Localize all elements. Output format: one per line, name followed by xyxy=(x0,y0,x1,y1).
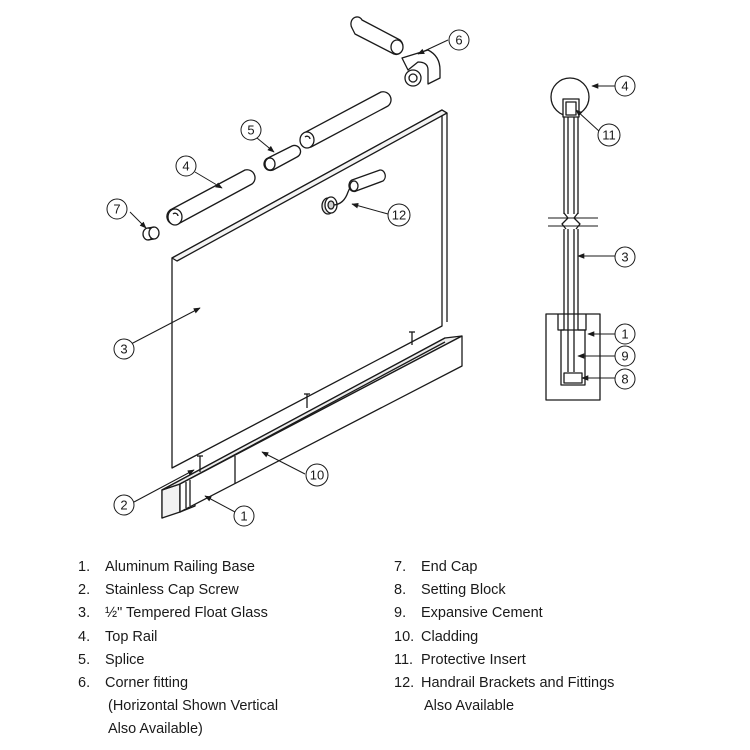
glass-panel xyxy=(171,109,448,469)
callout-7: 7 xyxy=(113,202,120,217)
legend-item: 8. Setting Block xyxy=(394,579,734,602)
legend-note: Also Available) xyxy=(108,721,203,738)
callout-10: 10 xyxy=(310,468,324,483)
callout-2: 2 xyxy=(120,498,127,513)
section-view xyxy=(545,77,601,401)
legend-label: Cladding xyxy=(421,628,479,645)
callout-circle-3-section xyxy=(614,246,636,268)
legend-item: 9. Expansive Cement xyxy=(394,602,734,625)
legend-number: 4. xyxy=(78,628,91,645)
legend-label: ½" Tempered Float Glass xyxy=(105,605,268,622)
callout-circle-1 xyxy=(233,505,255,527)
callout-circle-12 xyxy=(387,203,411,227)
splice xyxy=(263,144,302,172)
callout-circle-4-section xyxy=(614,75,636,97)
legend-note: Also Available xyxy=(424,698,515,715)
legend-number: 2. xyxy=(78,582,91,599)
legend-number: 5. xyxy=(78,651,91,668)
legend-label: Handrail Brackets and Fittings xyxy=(421,675,615,692)
legend-number: 7. xyxy=(394,559,407,575)
callout-circle-7 xyxy=(106,198,128,220)
legend-label: Aluminum Railing Base xyxy=(105,559,255,575)
legend-label: Corner fitting xyxy=(105,675,189,692)
callout-circle-11 xyxy=(597,123,621,147)
callout-circle-6 xyxy=(448,29,470,51)
legend-number: 10. xyxy=(394,628,415,645)
callout-9: 9 xyxy=(621,349,628,364)
legend-number: 1. xyxy=(78,559,91,575)
legend-label: Splice xyxy=(105,651,145,668)
legend-item: 10. Cladding xyxy=(394,626,734,649)
corner-fitting xyxy=(350,16,441,87)
callout-circle-3 xyxy=(113,338,135,360)
legend-number: 8. xyxy=(394,582,407,599)
top-rail-right xyxy=(299,91,392,149)
legend-item: 6. Corner fitting xyxy=(78,672,378,695)
legend-item: 12. Handrail Brackets and Fittings xyxy=(394,672,734,695)
legend-item: 11. Protective Insert xyxy=(394,649,734,672)
legend-item: 1. Aluminum Railing Base xyxy=(78,556,378,579)
end-cap xyxy=(142,226,160,241)
callout-circle-9 xyxy=(614,345,636,367)
legend-label: Top Rail xyxy=(105,628,158,645)
callout-circle-10 xyxy=(305,463,329,487)
callout-11: 11 xyxy=(602,128,616,143)
callout-circle-5 xyxy=(240,119,262,141)
callout-3: 3 xyxy=(120,342,127,357)
legend-label: Stainless Cap Screw xyxy=(105,582,239,599)
callout-circle-4 xyxy=(175,155,197,177)
callout-4-section: 4 xyxy=(621,79,628,94)
callout-12: 12 xyxy=(392,208,406,223)
callout-circle-1-section xyxy=(614,323,636,345)
legend-item: 7. End Cap xyxy=(394,556,734,579)
legend-label: Expansive Cement xyxy=(421,605,543,622)
callout-4: 4 xyxy=(182,159,189,174)
legend-label: Protective Insert xyxy=(421,651,526,668)
legend-right: 7. End Cap 8. Setting Block 9. Expansive… xyxy=(394,556,734,718)
legend-number: 6. xyxy=(78,675,91,692)
callout-5: 5 xyxy=(247,123,254,138)
legend-number: 12. xyxy=(394,675,415,692)
legend-item: 5. Splice xyxy=(78,649,378,672)
railing-base xyxy=(161,335,463,519)
legend-number: 3. xyxy=(78,605,91,622)
railing-exploded-diagram: 7 4 5 6 12 3 2 1 10 4 11 3 1 9 8 xyxy=(106,16,636,527)
legend-number: 9. xyxy=(394,605,407,622)
legend-item: 4. Top Rail xyxy=(78,626,378,649)
legend-label: End Cap xyxy=(421,559,478,575)
legend-item: 2. Stainless Cap Screw xyxy=(78,579,378,602)
legend-note: (Horizontal Shown Vertical xyxy=(108,698,279,715)
legend-item: 3. ½" Tempered Float Glass xyxy=(78,602,378,625)
callout-circle-8 xyxy=(614,368,636,390)
leader-lines xyxy=(129,39,616,513)
callout-8: 8 xyxy=(621,372,628,387)
legend-label: Setting Block xyxy=(421,582,506,599)
legend-left: 1. Aluminum Railing Base 2. Stainless Ca… xyxy=(78,556,378,742)
top-rail-left xyxy=(166,169,256,226)
handrail-bracket xyxy=(321,169,386,215)
callout-3-section: 3 xyxy=(621,250,628,265)
callout-1-section: 1 xyxy=(621,327,628,342)
callout-1: 1 xyxy=(240,509,247,524)
callout-6: 6 xyxy=(455,33,462,48)
cap-screws xyxy=(197,331,415,472)
callout-circle-2 xyxy=(113,494,135,516)
legend-number: 11. xyxy=(394,651,414,668)
